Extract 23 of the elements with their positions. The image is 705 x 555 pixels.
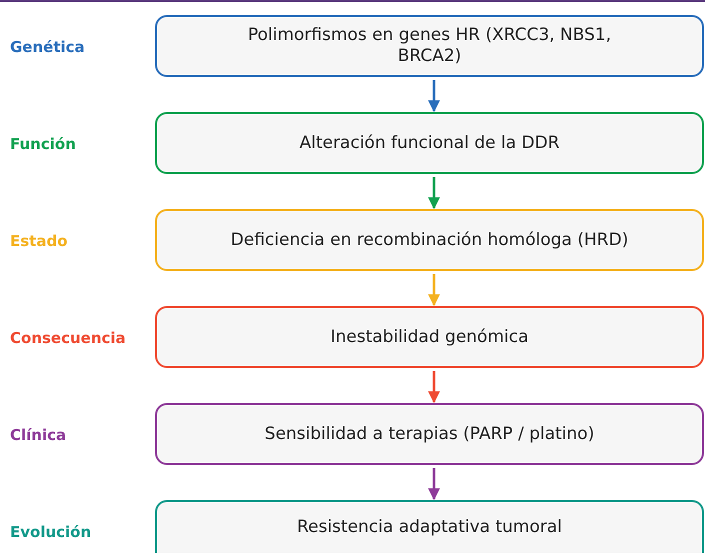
step-text: Inestabilidad genómica xyxy=(330,326,529,348)
stage-label: Función xyxy=(10,135,76,153)
step-text: Deficiencia en recombinación homóloga (HRD) xyxy=(230,230,628,250)
stage-label: Consecuencia xyxy=(10,329,126,347)
process-box xyxy=(155,15,704,77)
arrow xyxy=(428,274,440,306)
arrow xyxy=(428,468,440,500)
step-text: Sensibilidad a terapias (PARP / platino) xyxy=(264,424,594,444)
process-box xyxy=(155,306,704,368)
process-box xyxy=(155,500,704,553)
stage-label: Evolución xyxy=(10,523,92,541)
stage-label: Clínica xyxy=(10,426,66,444)
stage-label: Genética xyxy=(10,38,85,56)
step-text: Polimorfismos en genes HR (XRCC3, NBS1, BRCA2) xyxy=(246,25,612,67)
process-box xyxy=(155,403,704,465)
process-box xyxy=(155,112,704,174)
step-text: Resistencia adaptativa tumoral xyxy=(296,517,562,538)
arrow xyxy=(428,80,440,112)
arrow xyxy=(428,177,440,210)
step-text: Alteración funcional de la DDR xyxy=(299,132,560,154)
arrow xyxy=(428,371,440,404)
process-box xyxy=(155,209,704,271)
stage-label: Estado xyxy=(10,232,68,250)
